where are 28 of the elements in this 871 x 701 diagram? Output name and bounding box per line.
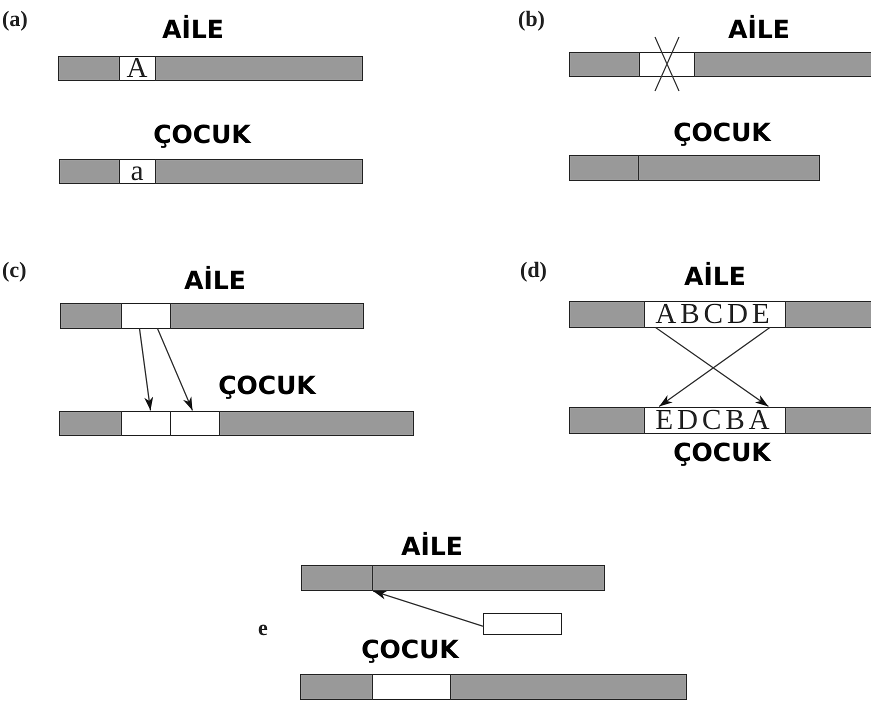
arrow [372,590,484,627]
gene-segment: EDCBA [644,406,786,434]
panel-label: e [258,614,268,642]
chromosome-label: ÇOCUK [153,120,251,150]
chromosome-label: AİLE [184,266,246,296]
chromosome-label: ÇOCUK [673,118,771,148]
gene-segment: A [118,56,156,80]
panel-label: (b) [518,5,545,33]
gene-segment [120,302,170,328]
chromosome-label: ÇOCUK [361,635,459,665]
arrow [156,328,194,411]
gene-segment [638,52,694,76]
arrow [138,328,154,411]
chromosome-label: AİLE [728,15,790,45]
chromosome-label: ÇOCUK [673,438,771,468]
gene-segment [372,674,450,700]
chromosome-label: AİLE [684,262,746,292]
panel-label: (d) [520,256,547,284]
gene-segment: a [118,158,156,184]
panel-label: (c) [2,256,26,284]
gene-segment: ABCDE [644,300,786,328]
chromosome-label: AİLE [401,532,463,562]
gene-segment [483,613,562,635]
chromosome-label: ÇOCUK [218,371,316,401]
gene-segment [170,410,220,436]
gene-segment [120,410,170,436]
panel-label: (a) [2,5,28,33]
chromosome-label: AİLE [162,15,224,45]
